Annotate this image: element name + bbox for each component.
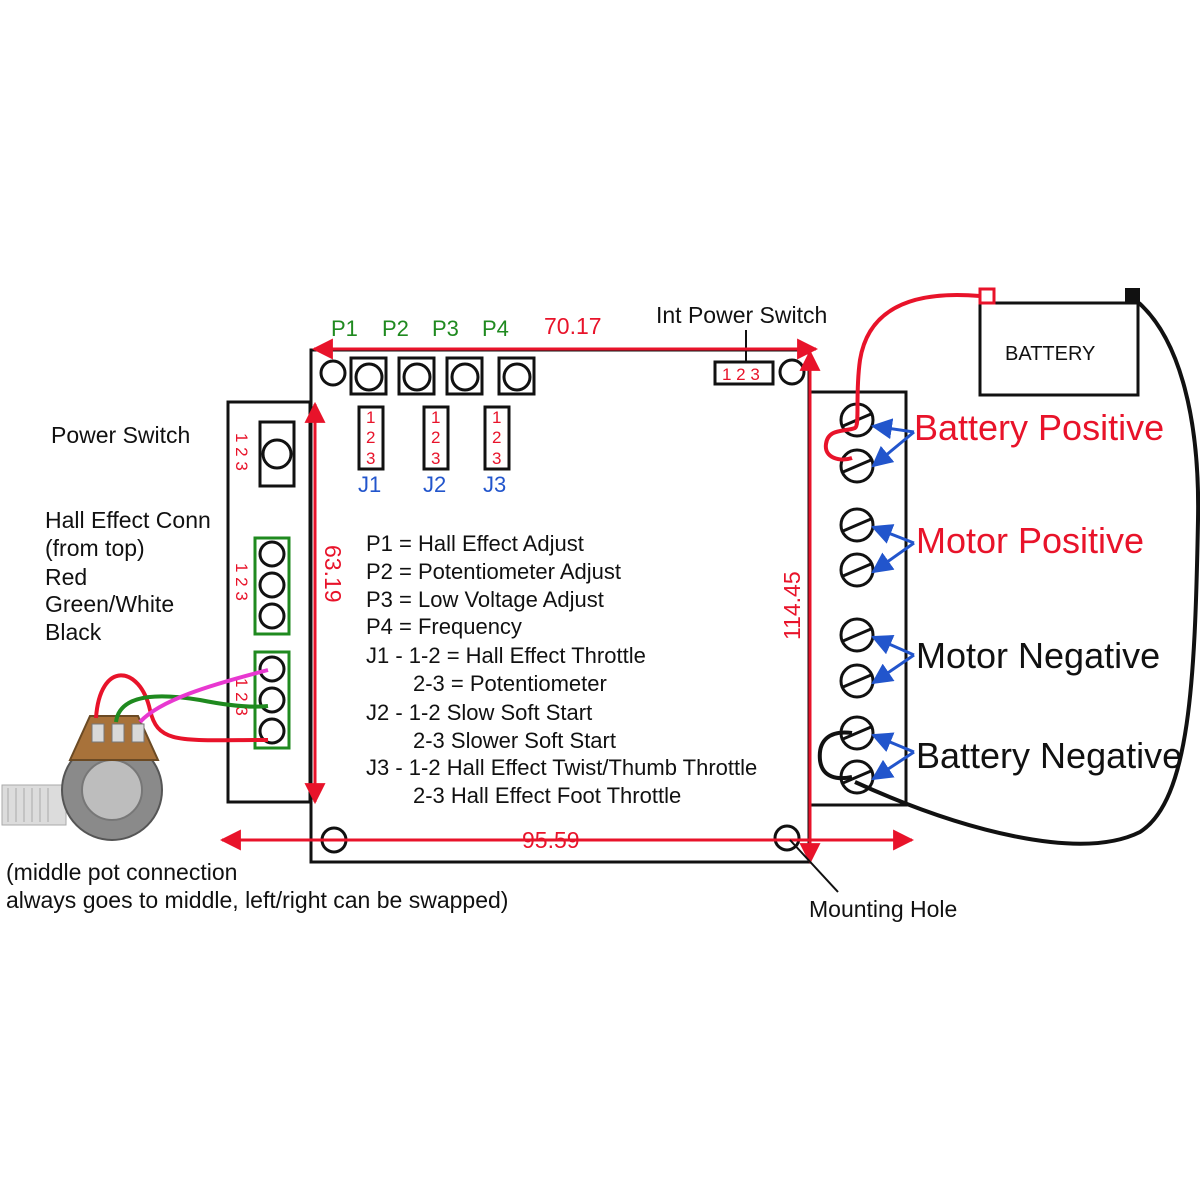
pot-label-p2: P2 [382, 316, 409, 341]
int-power-switch [713, 360, 775, 386]
dim-bottom-width: 95.59 [522, 827, 580, 853]
pot-connector-pins: 1 2 3 [232, 678, 251, 716]
jumper-j3: 1 2 3 [483, 405, 511, 471]
legend-line-3: P3 = Low Voltage Adjust [366, 587, 604, 612]
legend-line-1: P1 = Hall Effect Adjust [366, 531, 584, 556]
svg-text:3: 3 [492, 449, 501, 468]
int-power-switch-pins: 1 2 3 [722, 365, 760, 384]
jumper-label-j2: J2 [423, 472, 446, 497]
pot-p3 [445, 356, 484, 396]
pot-note-line-2: always goes to middle, left/right can be… [6, 887, 508, 913]
mounting-hole-label: Mounting Hole [809, 896, 957, 922]
hall-conn-line-2: (from top) [45, 535, 145, 561]
dim-left-height: 63.19 [320, 545, 346, 603]
wire-magenta [138, 668, 269, 724]
legend-line-10: 2-3 Hall Effect Foot Throttle [413, 783, 681, 808]
svg-text:3: 3 [431, 449, 440, 468]
wire-green [114, 694, 269, 723]
legend-line-8: 2-3 Slower Soft Start [413, 728, 616, 753]
label-battery-negative: Battery Negative [916, 735, 1182, 776]
hall-conn-line-4: Green/White [45, 591, 174, 617]
pot-label-p1: P1 [331, 316, 358, 341]
legend-line-5: J1 - 1-2 = Hall Effect Throttle [366, 643, 646, 668]
hall-connector-pins: 1 2 3 [232, 563, 251, 601]
legend-line-7: J2 - 1-2 Slow Soft Start [366, 700, 592, 725]
dim-right-height: 114.45 [779, 571, 805, 640]
battery [978, 301, 1140, 397]
wire-negative-jumper [817, 730, 853, 781]
svg-text:3: 3 [366, 449, 375, 468]
svg-text:1: 1 [492, 408, 501, 427]
label-battery-positive: Battery Positive [914, 407, 1164, 448]
legend-line-9: J3 - 1-2 Hall Effect Twist/Thumb Throttl… [366, 755, 757, 780]
battery-negative-post [1125, 288, 1140, 304]
dim-top-width: 70.17 [544, 313, 602, 339]
pot-note-line-1: (middle pot connection [6, 859, 237, 885]
pot-label-p4: P4 [482, 316, 509, 341]
svg-text:2: 2 [431, 428, 440, 447]
hall-conn-line-3: Red [45, 564, 87, 590]
jumper-label-j3: J3 [483, 472, 506, 497]
power-switch-pins: 1 2 3 [232, 433, 251, 471]
pot-p2 [397, 356, 436, 396]
int-power-switch-label: Int Power Switch [656, 302, 827, 328]
pot-p1 [349, 356, 388, 396]
svg-text:2: 2 [366, 428, 375, 447]
wire-battery-positive [823, 293, 981, 462]
hall-conn-line-1: Hall Effect Conn [45, 507, 211, 533]
jumper-label-j1: J1 [358, 472, 381, 497]
mounting-hole-top-right [778, 358, 806, 386]
battery-positive-post [978, 287, 996, 305]
legend-line-4: P4 = Frequency [366, 614, 522, 639]
label-motor-positive: Motor Positive [916, 520, 1144, 561]
wire-red-top [94, 673, 269, 743]
hall-conn-line-5: Black [45, 619, 102, 645]
terminal-pointers [870, 418, 915, 781]
battery-label: BATTERY [1005, 343, 1095, 365]
jumper-j2: 1 2 3 [422, 405, 450, 471]
wire-battery-negative [854, 301, 1200, 846]
mounting-hole-top-left [319, 359, 347, 387]
pot-p4 [497, 356, 536, 396]
svg-text:1: 1 [366, 408, 375, 427]
potentiometer [1, 715, 163, 841]
svg-text:2: 2 [492, 428, 501, 447]
jumper-j1: 1 2 3 [357, 405, 385, 471]
label-motor-negative: Motor Negative [916, 635, 1160, 676]
legend-line-2: P2 = Potentiometer Adjust [366, 559, 621, 584]
svg-text:1: 1 [431, 408, 440, 427]
pot-label-p3: P3 [432, 316, 459, 341]
legend-line-6: 2-3 = Potentiometer [413, 671, 607, 696]
power-switch-label: Power Switch [51, 422, 190, 448]
